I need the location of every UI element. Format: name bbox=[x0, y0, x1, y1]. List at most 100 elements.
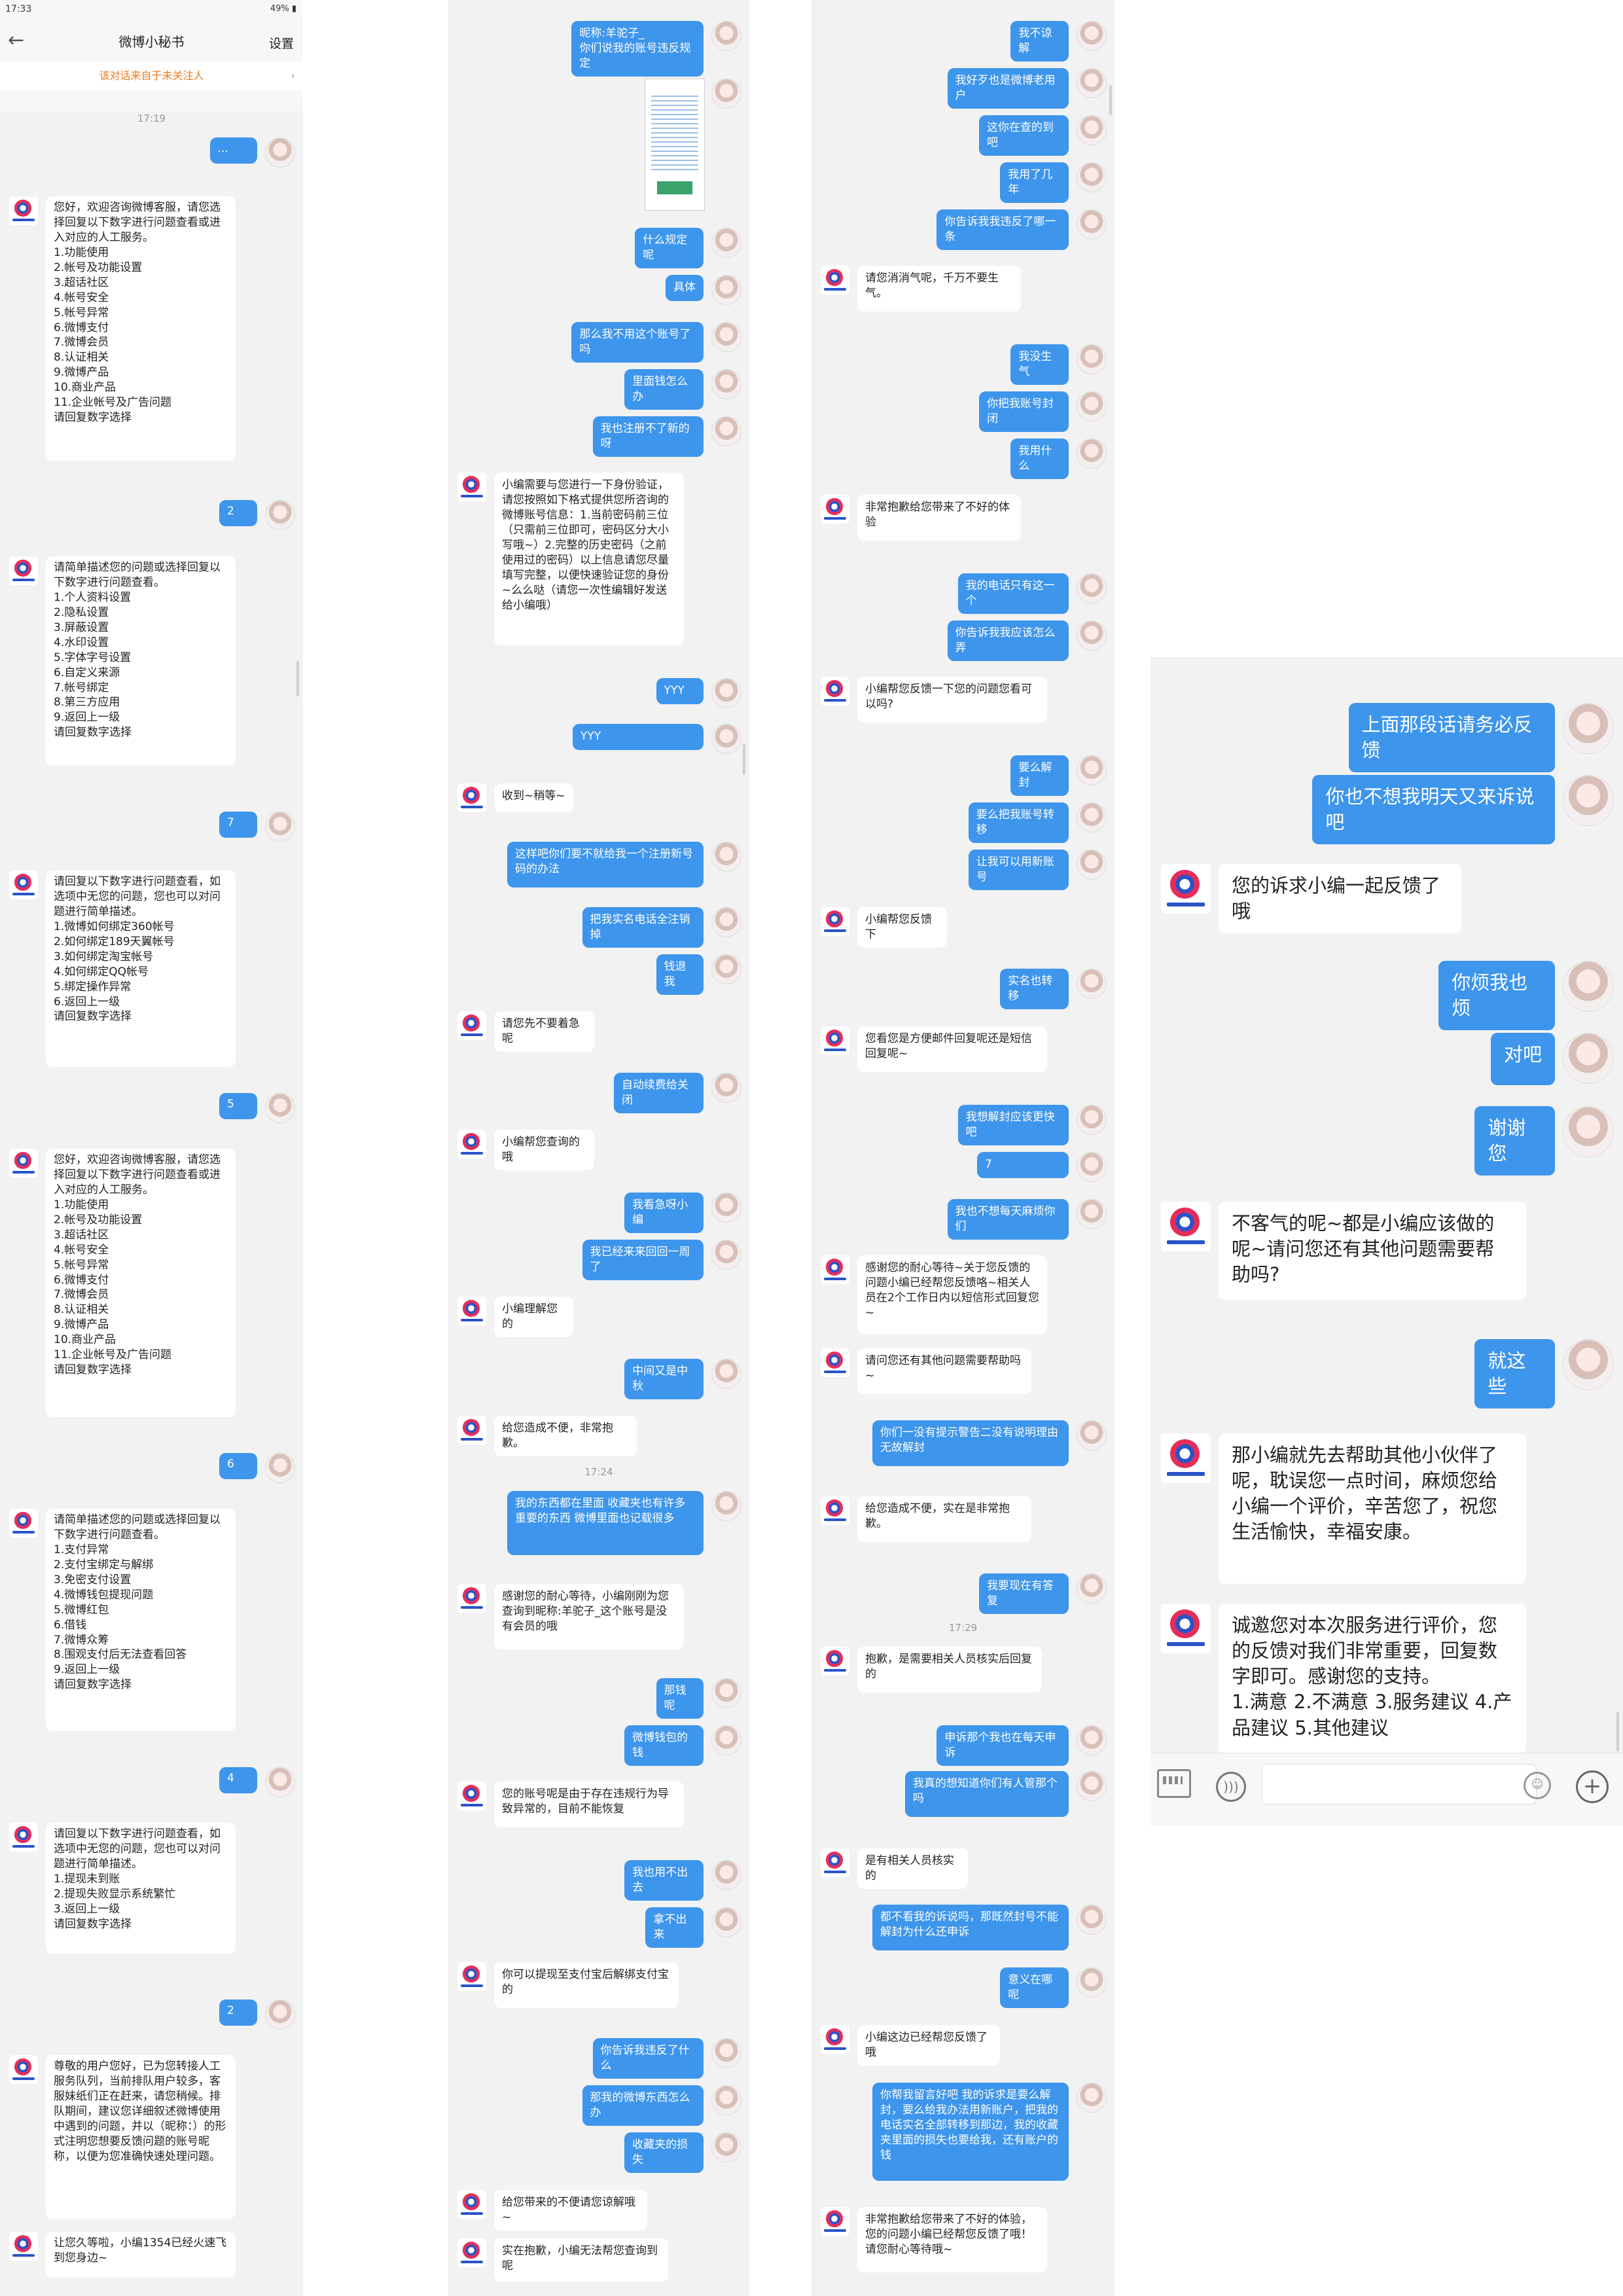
user-avatar-icon[interactable] bbox=[1077, 755, 1107, 785]
scrollbar[interactable] bbox=[296, 661, 299, 696]
message-bubble[interactable]: 您好，欢迎咨询微博客服，请您选择回复以下数字进行问题查看或进入对应的人工服务。 … bbox=[46, 196, 236, 461]
user-avatar-icon[interactable] bbox=[711, 369, 741, 399]
message-bubble[interactable]: 我已经来来回回一周了 bbox=[582, 1240, 704, 1280]
message-bubble[interactable]: 请简单描述您的问题或选择回复以下数字进行问题查看。 1.个人资料设置 2.隐私设… bbox=[46, 556, 236, 766]
bot-avatar-icon[interactable] bbox=[9, 2232, 38, 2261]
user-avatar-icon[interactable] bbox=[1077, 620, 1107, 651]
bot-avatar-icon[interactable] bbox=[1161, 1202, 1211, 1251]
message-bubble[interactable]: 这你在查的到吧 bbox=[978, 115, 1069, 156]
message-bubble[interactable]: 请回复以下数字进行问题查看，如选项中无您的问题，您也可以对问题进行简单描述。 1… bbox=[46, 870, 236, 1067]
plus-icon[interactable]: + bbox=[1576, 1770, 1609, 1803]
scrollbar[interactable] bbox=[1109, 85, 1112, 115]
user-avatar-icon[interactable] bbox=[1077, 115, 1107, 145]
user-avatar-icon[interactable] bbox=[1077, 344, 1107, 374]
user-avatar-icon[interactable] bbox=[711, 322, 741, 352]
message-bubble[interactable]: 您看您是方便邮件回复呢还是短信回复呢~ bbox=[857, 1026, 1047, 1072]
message-bubble[interactable]: 拿不出来 bbox=[645, 1907, 704, 1948]
message-bubble[interactable]: 让您久等啦，小编1354已经火速飞到您身边~ bbox=[46, 2232, 236, 2278]
scrollbar[interactable] bbox=[743, 744, 745, 775]
message-bubble[interactable]: 我要现在有答复 bbox=[978, 1573, 1069, 1614]
user-avatar-icon[interactable] bbox=[711, 228, 741, 258]
user-avatar-icon[interactable] bbox=[711, 21, 741, 51]
message-bubble[interactable]: 4 bbox=[219, 1767, 257, 1793]
bot-avatar-icon[interactable] bbox=[457, 1011, 486, 1040]
user-avatar-icon[interactable] bbox=[711, 416, 741, 446]
emoji-icon[interactable]: ☺ bbox=[1524, 1772, 1551, 1799]
user-avatar-icon[interactable] bbox=[711, 954, 741, 984]
user-avatar-icon[interactable] bbox=[1077, 391, 1107, 422]
bot-avatar-icon[interactable] bbox=[457, 1782, 486, 1810]
message-bubble[interactable]: ... bbox=[209, 137, 257, 164]
bot-avatar-icon[interactable] bbox=[457, 473, 486, 501]
user-avatar-icon[interactable] bbox=[1077, 1420, 1107, 1450]
message-bubble[interactable]: YYY bbox=[656, 678, 704, 704]
bot-avatar-icon[interactable] bbox=[821, 266, 849, 295]
message-bubble[interactable]: 尊敬的用户您好，已为您转接人工服务队列，当前排队用户较多，客服妹纸们正在赶来，请… bbox=[46, 2055, 236, 2219]
message-bubble[interactable]: 小编这边已经帮您反馈了哦 bbox=[857, 2025, 1000, 2066]
message-bubble[interactable]: 请您消消气呢，千万不要生气。 bbox=[857, 266, 1022, 312]
keyboard-icon[interactable] bbox=[1157, 1769, 1191, 1798]
message-bubble[interactable]: 微博钱包的钱 bbox=[624, 1725, 704, 1766]
user-avatar-icon[interactable] bbox=[1563, 775, 1614, 826]
user-avatar-icon[interactable] bbox=[1077, 1967, 1107, 1998]
user-avatar-icon[interactable] bbox=[711, 1359, 741, 1389]
message-bubble[interactable]: 小编帮您反馈一下您的问题您看可以吗? bbox=[857, 677, 1047, 723]
bot-avatar-icon[interactable] bbox=[9, 556, 38, 585]
user-avatar-icon[interactable] bbox=[1077, 68, 1107, 98]
stranger-notice[interactable]: 该对话来自于未关注人 › bbox=[0, 62, 303, 90]
message-bubble[interactable]: 谢谢您 bbox=[1474, 1106, 1555, 1176]
user-avatar-icon[interactable] bbox=[1077, 1199, 1107, 1229]
bot-avatar-icon[interactable] bbox=[821, 1496, 849, 1525]
message-bubble[interactable]: 你告诉我违反了什么 bbox=[592, 2038, 704, 2079]
user-avatar-icon[interactable] bbox=[265, 137, 295, 168]
user-avatar-icon[interactable] bbox=[1077, 1725, 1107, 1755]
message-bubble[interactable]: 你也不想我明天又来诉说吧 bbox=[1312, 775, 1555, 845]
message-input[interactable] bbox=[1262, 1764, 1537, 1804]
message-bubble[interactable]: 要么解封 bbox=[1010, 755, 1069, 796]
user-avatar-icon[interactable] bbox=[265, 1453, 295, 1483]
user-avatar-icon[interactable] bbox=[711, 2085, 741, 2115]
bot-avatar-icon[interactable] bbox=[821, 495, 849, 524]
message-bubble[interactable]: 2 bbox=[219, 500, 257, 526]
message-bubble[interactable]: 7 bbox=[219, 812, 257, 838]
voice-icon[interactable]: ))) bbox=[1216, 1772, 1246, 1802]
message-bubble[interactable]: 小编理解您的 bbox=[494, 1297, 573, 1337]
message-bubble[interactable]: 6 bbox=[219, 1453, 257, 1479]
user-avatar-icon[interactable] bbox=[711, 678, 741, 708]
bot-avatar-icon[interactable] bbox=[457, 1584, 486, 1613]
scrollbar[interactable] bbox=[1616, 1712, 1619, 1751]
message-bubble[interactable]: 收到~稍等~ bbox=[494, 783, 573, 812]
bot-avatar-icon[interactable] bbox=[821, 1647, 849, 1676]
message-bubble[interactable]: 我也注册不了新的呀 bbox=[592, 416, 704, 457]
message-bubble[interactable]: 2 bbox=[219, 2000, 257, 2026]
message-bubble[interactable]: 我也不想每天麻烦你们 bbox=[947, 1199, 1069, 1240]
user-avatar-icon[interactable] bbox=[1077, 162, 1107, 192]
message-bubble[interactable]: 让我可以用新账号 bbox=[968, 850, 1069, 890]
message-bubble[interactable]: 这样吧你们要不就给我一个注册新号码的办法 bbox=[507, 842, 704, 888]
message-bubble[interactable]: YYY bbox=[573, 724, 704, 750]
message-bubble[interactable]: 您的诉求小编一起反馈了哦 bbox=[1219, 864, 1461, 934]
screenshot-thumbnail[interactable] bbox=[645, 79, 705, 211]
bot-avatar-icon[interactable] bbox=[9, 1823, 38, 1852]
message-bubble[interactable]: 你们一没有提示警告二没有说明理由无故解封 bbox=[872, 1420, 1069, 1466]
message-bubble[interactable]: 给您造成不便，实在是非常抱歉。 bbox=[857, 1496, 1032, 1542]
message-bubble[interactable]: 小编帮您反馈下 bbox=[857, 907, 948, 948]
user-avatar-icon[interactable] bbox=[711, 1073, 741, 1103]
bot-avatar-icon[interactable] bbox=[1161, 1433, 1211, 1483]
message-bubble[interactable]: 请您先不要着急呢 bbox=[494, 1011, 595, 1052]
user-avatar-icon[interactable] bbox=[265, 1093, 295, 1123]
bot-avatar-icon[interactable] bbox=[457, 1416, 486, 1444]
bot-avatar-icon[interactable] bbox=[821, 677, 849, 706]
bot-avatar-icon[interactable] bbox=[9, 870, 38, 899]
message-bubble[interactable]: 我的电话只有这一个 bbox=[957, 573, 1069, 614]
user-avatar-icon[interactable] bbox=[711, 724, 741, 754]
message-bubble[interactable]: 你把我账号封闭 bbox=[978, 391, 1069, 432]
message-bubble[interactable]: 给您造成不便，非常抱歉。 bbox=[494, 1416, 637, 1456]
message-bubble[interactable]: 里面钱怎么办 bbox=[624, 369, 704, 410]
bot-avatar-icon[interactable] bbox=[457, 783, 486, 812]
bot-avatar-icon[interactable] bbox=[9, 1149, 38, 1177]
user-avatar-icon[interactable] bbox=[1563, 1033, 1614, 1084]
user-avatar-icon[interactable] bbox=[1563, 1339, 1614, 1390]
user-avatar-icon[interactable] bbox=[711, 1678, 741, 1708]
user-avatar-icon[interactable] bbox=[1077, 573, 1107, 603]
